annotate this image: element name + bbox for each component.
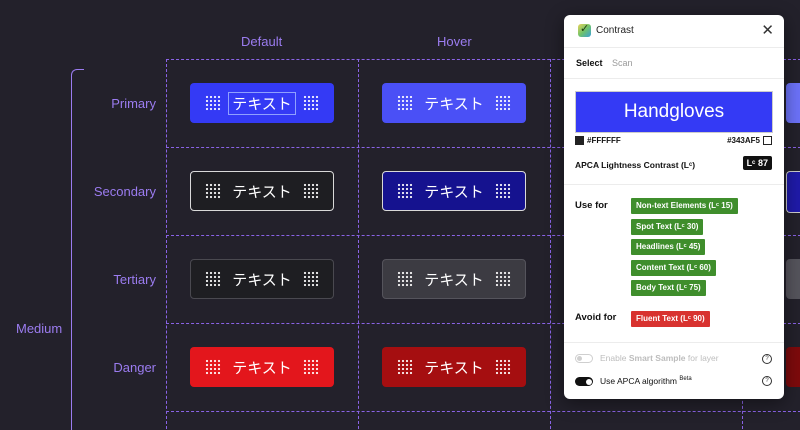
button-label: テキスト (424, 359, 484, 377)
close-icon[interactable]: ✕ (761, 22, 774, 39)
placeholder-icon (494, 95, 511, 111)
placeholder-icon (205, 183, 222, 199)
foreground-swatch-icon (575, 136, 584, 145)
row-label-tertiary: Tertiary (113, 272, 156, 287)
row-label-primary: Primary (111, 96, 156, 111)
use-for-tag: Headlines (Lᶜ 45) (631, 239, 706, 255)
background-hex: #343AF5 (727, 136, 760, 145)
placeholder-icon (397, 183, 414, 199)
column-header-default: Default (241, 34, 283, 49)
contrast-logo-icon (578, 22, 591, 37)
button-label: テキスト (232, 183, 292, 201)
grid-line (166, 59, 800, 60)
danger-pressed-button[interactable] (786, 347, 800, 387)
button-label: テキスト (424, 95, 484, 113)
button-label: テキスト (424, 183, 484, 201)
grid-line (166, 235, 800, 236)
placeholder-icon (494, 183, 511, 199)
apca-score-badge: Lᶜ 87 (742, 156, 772, 170)
primary-pressed-button[interactable] (786, 83, 800, 123)
panel-tabs: Select Scan (564, 48, 784, 79)
tab-select[interactable]: Select (576, 58, 603, 68)
tab-scan[interactable]: Scan (612, 58, 633, 68)
placeholder-icon (302, 95, 319, 111)
use-for-tag: Body Text (Lᶜ 75) (631, 280, 706, 296)
placeholder-icon (205, 359, 222, 375)
help-icon[interactable]: ? (762, 376, 772, 386)
button-label: テキスト (424, 271, 484, 289)
apca-algorithm-label: Use APCA algorithm Beta (600, 376, 692, 386)
grid-line (358, 59, 359, 429)
foreground-color[interactable]: #FFFFFF (575, 136, 621, 145)
placeholder-icon (205, 95, 222, 111)
placeholder-icon (397, 95, 414, 111)
size-label: Medium (16, 321, 63, 336)
grid-line (166, 411, 800, 412)
row-label-secondary: Secondary (93, 184, 156, 199)
placeholder-icon (302, 359, 319, 375)
smart-sample-label: Enable Smart Sample for layer (600, 353, 719, 363)
grid-line (166, 147, 800, 148)
contrast-panel: Contrast ✕ Select Scan Handgloves #FFFFF… (564, 15, 784, 399)
grid-line (166, 59, 167, 429)
apca-label: APCA Lightness Contrast (Lᶜ) (575, 160, 696, 170)
background-color[interactable]: #343AF5 (727, 136, 772, 145)
use-for-tag: Non-text Elements (Lᶜ 15) (631, 198, 738, 214)
avoid-for-label: Avoid for (575, 312, 617, 323)
placeholder-icon (302, 271, 319, 287)
help-icon[interactable]: ? (762, 354, 772, 364)
tertiary-pressed-button[interactable] (786, 259, 800, 299)
size-bracket (71, 69, 84, 430)
danger-default-button[interactable]: テキスト (190, 347, 334, 387)
placeholder-icon (397, 271, 414, 287)
placeholder-icon (494, 359, 511, 375)
use-for-tag: Spot Text (Lᶜ 30) (631, 219, 704, 235)
smart-sample-toggle[interactable] (575, 354, 593, 363)
design-canvas: Default Hover Medium Primary Secondary T… (16, 34, 800, 430)
apca-algorithm-toggle[interactable] (575, 377, 593, 386)
button-label: テキスト (232, 271, 292, 289)
danger-hover-button[interactable]: テキスト (382, 347, 526, 387)
row-label-danger: Danger (113, 360, 156, 375)
column-header-hover: Hover (437, 34, 472, 49)
primary-hover-button[interactable]: テキスト (382, 83, 526, 123)
secondary-pressed-button[interactable] (786, 171, 800, 213)
panel-header: Contrast ✕ (564, 15, 784, 48)
divider (564, 184, 784, 185)
contrast-preview-swatch: Handgloves (575, 91, 773, 133)
button-label: テキスト (228, 91, 296, 115)
button-label: テキスト (232, 359, 292, 377)
secondary-default-button[interactable]: テキスト (190, 171, 334, 211)
foreground-hex: #FFFFFF (587, 136, 621, 145)
background-swatch-icon (763, 136, 772, 145)
primary-default-button[interactable]: テキスト (190, 83, 334, 123)
placeholder-icon (494, 271, 511, 287)
panel-title: Contrast (596, 25, 634, 36)
grid-line (166, 323, 800, 324)
use-for-tag: Content Text (Lᶜ 60) (631, 260, 716, 276)
placeholder-icon (205, 271, 222, 287)
grid-line (550, 59, 551, 429)
secondary-hover-button[interactable]: テキスト (382, 171, 526, 211)
tertiary-hover-button[interactable]: テキスト (382, 259, 526, 299)
avoid-for-tag: Fluent Text (Lᶜ 90) (631, 311, 710, 327)
tertiary-default-button[interactable]: テキスト (190, 259, 334, 299)
placeholder-icon (397, 359, 414, 375)
use-for-label: Use for (575, 200, 608, 211)
placeholder-icon (302, 183, 319, 199)
divider (564, 342, 784, 343)
